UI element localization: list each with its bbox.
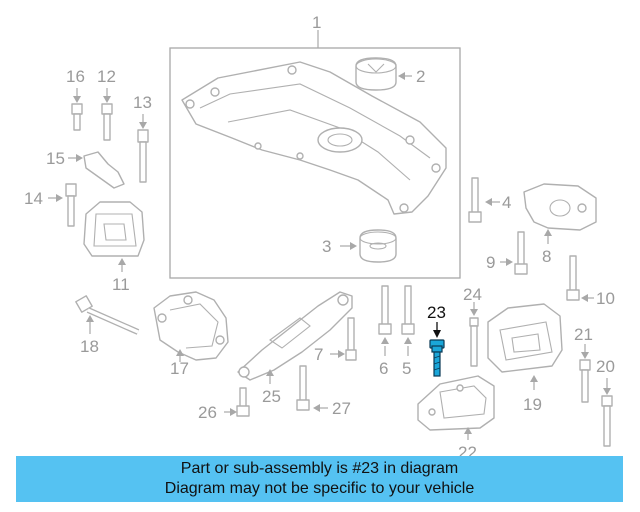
callout-27: 27 (332, 399, 351, 418)
callout-5: 5 (402, 359, 411, 378)
callout-18: 18 (80, 337, 99, 356)
part-4-bolt (468, 177, 500, 223)
callout-16: 16 (66, 67, 85, 86)
callout-1: 1 (312, 13, 321, 32)
part-15-bracket (68, 151, 125, 189)
callout-15: 15 (46, 149, 65, 168)
part-11-mount (83, 201, 145, 272)
callout-19: 19 (523, 395, 542, 414)
callout-24: 24 (463, 285, 482, 304)
callout-20: 20 (596, 357, 615, 376)
part-5-bolt (401, 285, 415, 356)
callout-21: 21 (574, 325, 593, 344)
part-6-bolt (378, 285, 392, 356)
callout-3: 3 (322, 237, 331, 256)
banner-line-1: Part or sub-assembly is #23 in diagram (180, 460, 459, 477)
callout-7: 7 (314, 345, 323, 364)
part-10-bolt (566, 255, 594, 302)
part-20-bolt (601, 378, 613, 447)
banner-line-2: Diagram may not be specific to your vehi… (164, 480, 475, 497)
subframe-frame (169, 47, 461, 279)
part-16-bolt (71, 88, 83, 131)
part-14-bolt (48, 183, 77, 227)
callout-17: 17 (170, 359, 189, 378)
subframe-group (169, 30, 461, 279)
callout-11: 11 (112, 275, 130, 294)
part-18-bolt (75, 295, 140, 335)
callout-13: 13 (133, 93, 152, 112)
callout-4: 4 (502, 193, 511, 212)
part-17-bracket (153, 291, 229, 362)
part-2-bushing (355, 57, 412, 91)
part-19-mount (487, 303, 563, 390)
part-8-bracket (523, 183, 597, 244)
callout-14: 14 (24, 189, 43, 208)
callout-25: 25 (262, 387, 281, 406)
callout-9: 9 (486, 253, 495, 272)
part-23-bolt-highlighted[interactable] (429, 322, 445, 377)
callout-10: 10 (596, 289, 615, 308)
part-27-bolt (296, 365, 328, 412)
part-12-bolt (101, 88, 113, 141)
part-3-bushing (340, 229, 397, 263)
part-21-bolt (579, 344, 591, 403)
part-25-torque-arm (237, 291, 353, 384)
part-9-bolt (500, 231, 528, 275)
info-banner: Part or sub-assembly is #23 in diagram D… (16, 456, 623, 502)
callout-26: 26 (198, 403, 217, 422)
callout-6: 6 (379, 359, 388, 378)
callout-12: 12 (97, 67, 116, 86)
part-22-bracket (417, 375, 495, 440)
callout-2: 2 (416, 67, 425, 86)
callout-8: 8 (542, 247, 551, 266)
part-26-bolt (224, 387, 250, 417)
part-13-bolt (137, 114, 149, 183)
part-7-bolt (330, 317, 357, 361)
subframe-crossmember (181, 61, 447, 215)
callout-23[interactable]: 23 (427, 303, 446, 322)
part-24-bolt (469, 302, 479, 367)
